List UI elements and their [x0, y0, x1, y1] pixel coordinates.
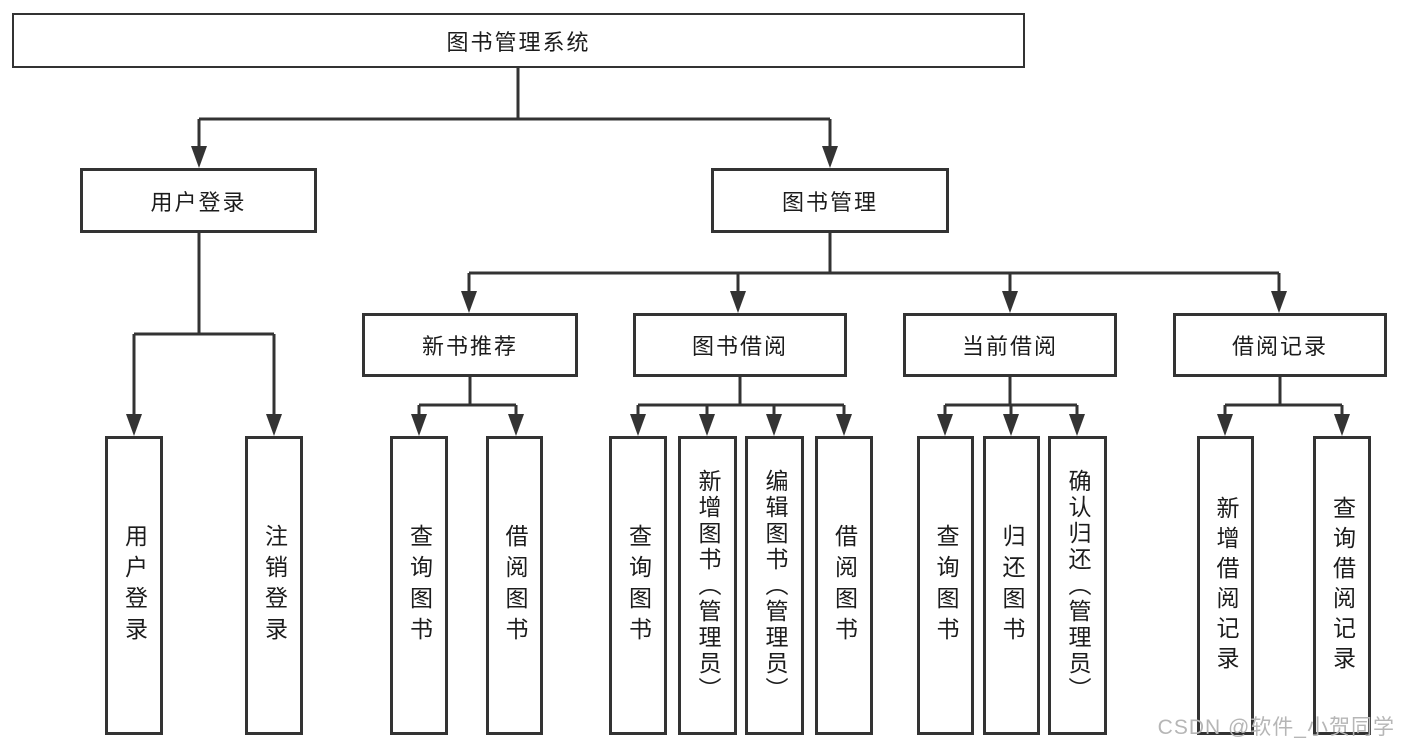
leaf-borrow-books-recommend: 借阅图书 — [486, 436, 543, 735]
leaf-borrow-books-borrowing-label: 借阅图书 — [831, 523, 858, 648]
node-book-borrowing: 图书借阅 — [633, 313, 847, 377]
leaf-query-books-current: 查询图书 — [917, 436, 974, 735]
node-library-management-system: 图书管理系统 — [12, 13, 1025, 68]
node-borrowing-records: 借阅记录 — [1173, 313, 1387, 377]
leaf-query-books-recommend: 查询图书 — [390, 436, 448, 735]
leaf-query-books-borrowing-label: 查询图书 — [625, 523, 652, 648]
leaf-add-book-admin: 新增图书（管理员） — [678, 436, 737, 735]
leaf-query-books-borrowing: 查询图书 — [609, 436, 667, 735]
leaf-query-borrow-record-label: 查询借阅记录 — [1329, 495, 1356, 676]
leaf-add-borrow-record: 新增借阅记录 — [1197, 436, 1254, 735]
leaf-return-books-label: 归还图书 — [999, 523, 1025, 648]
leaf-add-borrow-record-label: 新增借阅记录 — [1213, 495, 1239, 676]
node-user-login: 用户登录 — [80, 168, 317, 233]
leaf-borrow-books-recommend-label: 借阅图书 — [502, 523, 528, 648]
leaf-logout-login: 注销登录 — [245, 436, 303, 735]
leaf-confirm-return-admin-label: 确认归还（管理员） — [1065, 468, 1091, 703]
leaf-query-borrow-record: 查询借阅记录 — [1313, 436, 1371, 735]
leaf-logout-login-label: 注销登录 — [261, 523, 288, 648]
leaf-edit-book-admin: 编辑图书（管理员） — [745, 436, 804, 735]
leaf-return-books: 归还图书 — [983, 436, 1040, 735]
leaf-add-book-admin-label: 新增图书（管理员） — [695, 468, 721, 703]
node-current-borrowing: 当前借阅 — [903, 313, 1117, 377]
leaf-user-login-label: 用户登录 — [121, 523, 148, 648]
leaf-confirm-return-admin: 确认归还（管理员） — [1048, 436, 1107, 735]
node-book-management: 图书管理 — [711, 168, 949, 233]
leaf-edit-book-admin-label: 编辑图书（管理员） — [762, 468, 788, 703]
leaf-query-books-current-label: 查询图书 — [933, 523, 959, 648]
leaf-borrow-books-borrowing: 借阅图书 — [815, 436, 873, 735]
leaf-query-books-recommend-label: 查询图书 — [406, 523, 433, 648]
csdn-watermark: CSDN @软件_小贺同学 — [1157, 716, 1395, 739]
node-new-book-recommendation: 新书推荐 — [362, 313, 578, 377]
leaf-user-login: 用户登录 — [105, 436, 163, 735]
